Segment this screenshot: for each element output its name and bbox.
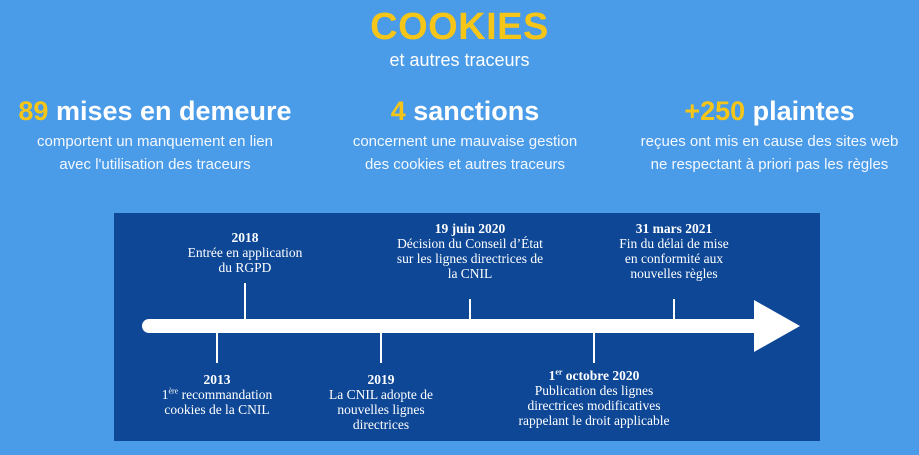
stat-label: sanctions: [405, 96, 540, 126]
event-date: 31 mars 2021: [635, 221, 713, 236]
stat-description: comportent un manquement en lien avec l'…: [0, 130, 310, 176]
stat-description: reçues ont mis en cause des sites web ne…: [620, 130, 919, 176]
stat-headline: +250 plaintes: [620, 95, 919, 127]
stat-number: 4: [390, 96, 406, 126]
ordinal-suffix: ère: [168, 386, 179, 396]
timeline-event-2013: 2013 1ère recommandation cookies de la C…: [137, 372, 297, 417]
ordinal-number: 1: [161, 387, 169, 402]
stat-headline: 4 sanctions: [310, 95, 620, 127]
stat-plaintes: +250 plaintes reçues ont mis en cause de…: [620, 95, 919, 176]
timeline-event-mars-2021: 31 mars 2021 Fin du délai de mise en con…: [594, 221, 754, 281]
stat-description-line: reçues ont mis en cause des sites web: [640, 133, 899, 150]
page-subtitle: et autres traceurs: [389, 50, 530, 70]
event-text-line: 1ère recommandation: [137, 387, 297, 402]
stat-description-line: concernent une mauvaise gestion: [352, 133, 578, 150]
stat-headline: 89 mises en demeure: [0, 95, 310, 127]
event-date: 1er octobre 2020: [494, 368, 694, 383]
timeline-event-juin-2020: 19 juin 2020 Décision du Conseil d’État …: [375, 221, 565, 281]
timeline-event-octobre-2020: 1er octobre 2020 Publication des lignes …: [494, 368, 694, 428]
event-text-line: cookies de la CNIL: [164, 402, 270, 417]
event-date: 2018: [231, 230, 259, 245]
stat-description-line: comportent un manquement en lien: [37, 133, 273, 150]
timeline-arrow-head: [754, 300, 800, 352]
event-text-line: nouvelles règles: [630, 266, 718, 281]
event-date: 2013: [203, 372, 231, 387]
timeline-event-2019: 2019 La CNIL adopte de nouvelles lignes …: [301, 372, 461, 432]
event-text-line: du RGPD: [218, 260, 272, 275]
timeline-arrow-shaft: [142, 319, 762, 333]
stat-mises-en-demeure: 89 mises en demeure comportent un manque…: [0, 95, 310, 176]
event-text-line: Fin du délai de mise: [619, 236, 729, 251]
event-text-line: nouvelles lignes: [337, 402, 425, 417]
event-text-line: directrices modificatives: [527, 398, 661, 413]
ordinal-text: recommandation: [178, 387, 273, 402]
event-text-line: Publication des lignes: [534, 383, 654, 398]
timeline-event-2018: 2018 Entrée en application du RGPD: [165, 230, 325, 275]
event-text-line: Entrée en application: [187, 245, 303, 260]
timeline-panel: 2018 Entrée en application du RGPD 19 ju…: [114, 213, 820, 441]
event-text-line: en conformité aux: [624, 251, 724, 266]
stat-label: mises en demeure: [48, 96, 292, 126]
stat-description: concernent une mauvaise gestion des cook…: [310, 130, 620, 176]
event-date: 2019: [367, 372, 395, 387]
timeline-graphic: [142, 283, 800, 363]
stat-description-line: des cookies et autres traceurs: [364, 156, 566, 173]
event-text-line: rappelant le droit applicable: [518, 413, 670, 428]
stat-description-line: avec l'utilisation des traceurs: [59, 156, 251, 173]
event-text-line: directrices: [352, 417, 410, 432]
stat-label: plaintes: [745, 96, 855, 126]
event-date: 19 juin 2020: [434, 221, 506, 236]
stat-description-line: ne respectant à priori pas les règles: [650, 156, 889, 173]
date-rest: octobre 2020: [562, 368, 640, 383]
event-text-line: la CNIL: [447, 266, 493, 281]
page-title: COOKIES: [370, 6, 549, 48]
event-text-line: Décision du Conseil d’État: [397, 236, 543, 251]
event-text-line: La CNIL adopte de: [328, 387, 434, 402]
date-day: 1: [548, 368, 556, 383]
date-suffix: er: [555, 367, 563, 377]
stat-number: +250: [684, 96, 746, 126]
stat-number: 89: [18, 96, 49, 126]
event-text-line: sur les lignes directrices de: [396, 251, 544, 266]
stat-sanctions: 4 sanctions concernent une mauvaise gest…: [310, 95, 620, 176]
